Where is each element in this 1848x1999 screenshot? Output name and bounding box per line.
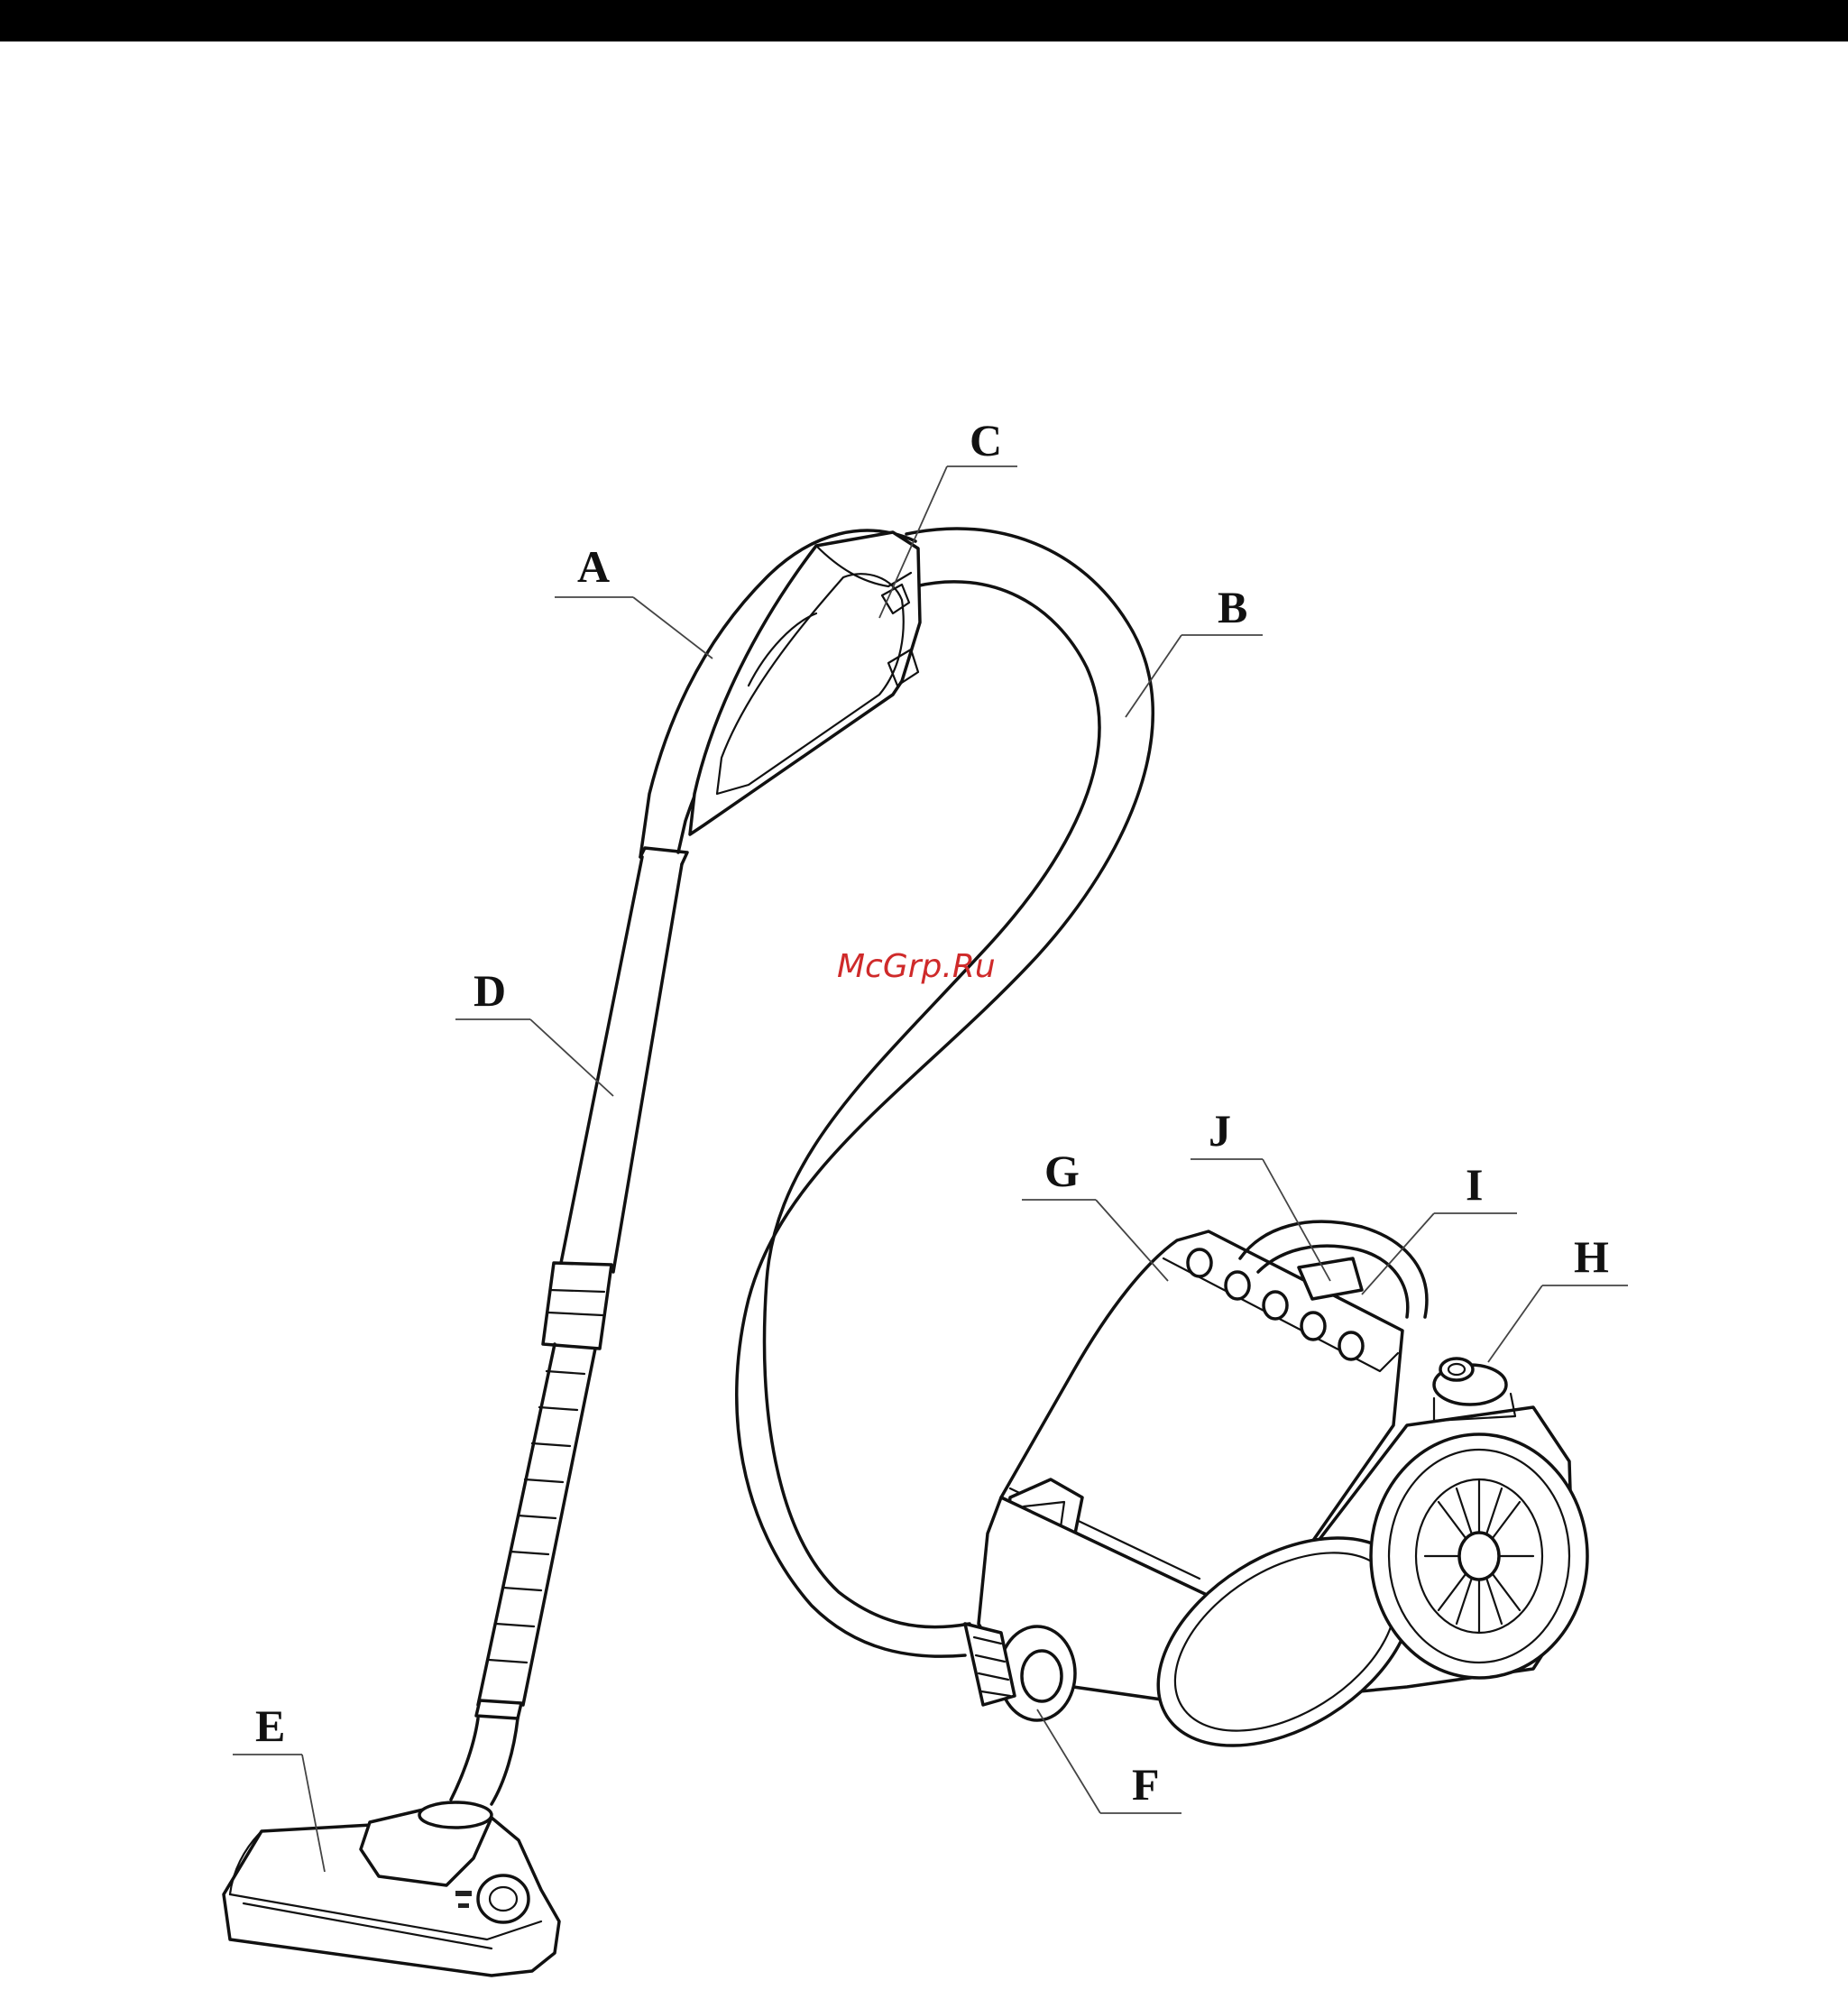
vacuum-body (965, 1221, 1587, 1788)
callout-label-f: F (1132, 1759, 1160, 1810)
watermark-text: McGrp.Ru (837, 948, 996, 985)
callout-label-g: G (1044, 1146, 1080, 1196)
callout-label-a: A (577, 541, 610, 592)
callout-label-j: J (1209, 1105, 1231, 1156)
callout-label-i: I (1466, 1159, 1483, 1210)
callout-label-c: C (970, 415, 1002, 465)
callout-label-h: H (1574, 1231, 1609, 1282)
callout-label-b: B (1218, 582, 1247, 632)
handle-grip (640, 530, 920, 857)
floor-nozzle (224, 1802, 559, 1976)
callout-label-d: D (473, 965, 506, 1016)
callout-label-e: E (255, 1700, 285, 1751)
